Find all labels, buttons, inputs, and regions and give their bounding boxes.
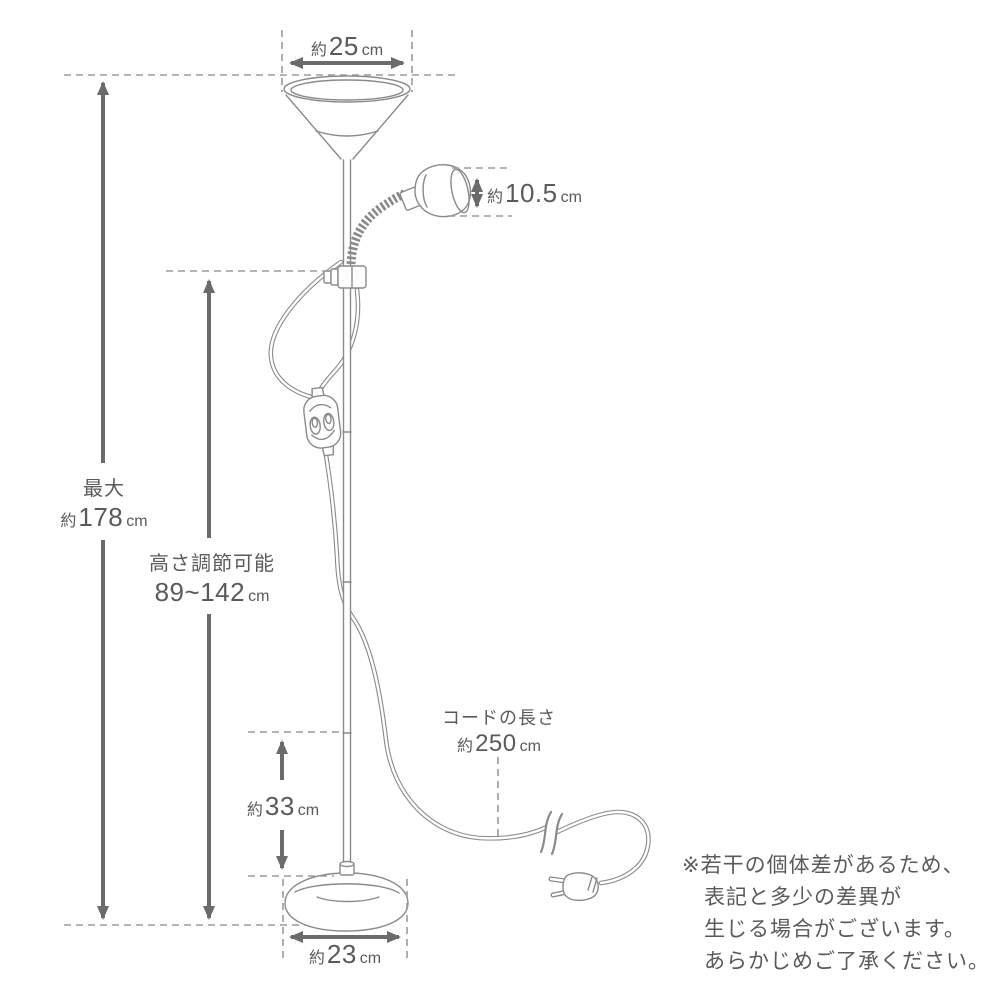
- reading-lamp-arm: [346, 164, 472, 265]
- power-plug: [548, 872, 599, 902]
- shade-inner-line: [315, 130, 379, 137]
- lamp-base: [284, 872, 409, 932]
- lamp-line-art: [268, 75, 651, 932]
- dimension-guides: [64, 30, 512, 958]
- pole-clamp: [323, 265, 367, 289]
- power-cord: [268, 259, 651, 902]
- inline-switch: [303, 386, 342, 457]
- disclaimer-line: 表記と多少の差異が: [704, 886, 902, 909]
- gooseneck: [346, 188, 408, 265]
- disclaimer-line: 生じる場合がございます。: [704, 918, 966, 941]
- base-collar: [339, 860, 355, 876]
- reading-lamp-head: [414, 164, 472, 218]
- disclaimer-text: ※若干の個体差があるため、 表記と多少の差異が 生じる場合がございます。 あらか…: [682, 850, 990, 978]
- clamp-knob: [323, 270, 332, 284]
- disclaimer-line: あらかじめご了承ください。: [704, 950, 990, 973]
- dimension-arrows: [97, 57, 483, 943]
- cord-break-icon: [539, 806, 564, 858]
- torchiere-shade: [283, 75, 411, 160]
- disclaimer-line: ※若干の個体差があるため、: [682, 854, 965, 877]
